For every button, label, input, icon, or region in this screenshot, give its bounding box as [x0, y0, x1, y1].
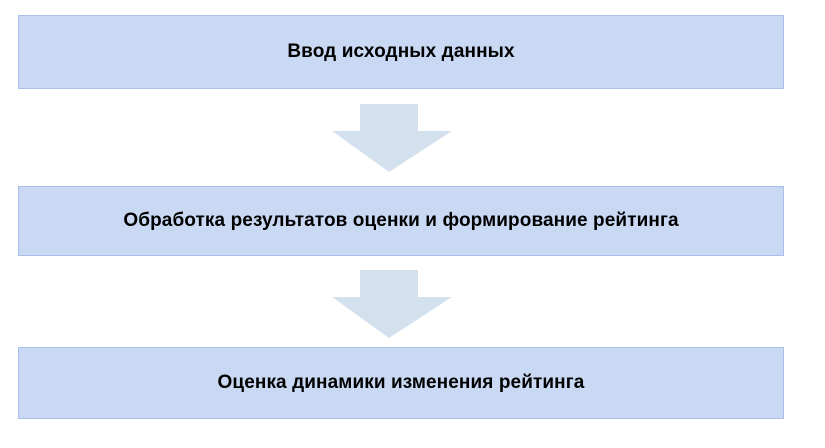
process-box-step-1-label: Ввод исходных данных — [287, 40, 515, 62]
process-box-step-3-label: Оценка динамики изменения рейтинга — [217, 371, 585, 393]
process-box-step-2[interactable]: Обработка результатов оценки и формирова… — [18, 186, 784, 256]
process-box-step-1[interactable]: Ввод исходных данных — [18, 15, 784, 89]
arrow-down-icon-connector-2 — [332, 270, 452, 338]
process-box-step-3[interactable]: Оценка динамики изменения рейтинга — [18, 347, 784, 419]
process-box-step-2-label: Обработка результатов оценки и формирова… — [123, 209, 679, 231]
arrow-down-icon-connector-1 — [332, 104, 452, 172]
